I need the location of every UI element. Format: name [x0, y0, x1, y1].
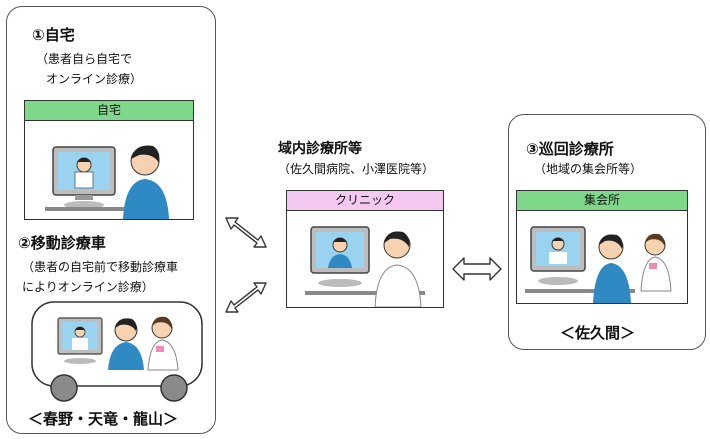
hall-frame: 集会所 [516, 190, 688, 304]
clinic-frame: クリニック [286, 190, 444, 308]
center-subtitle: （佐久間病院、小澤医院等） [278, 162, 435, 176]
right-title: ③巡回診療所 [526, 140, 614, 158]
double-arrow-icon [225, 282, 267, 313]
hall-illustration [525, 226, 672, 303]
center-title: 域内診療所等 [278, 141, 362, 157]
monitor-illustration [52, 146, 116, 209]
home-frame: 自宅 [24, 100, 194, 220]
home-illustration [45, 145, 169, 219]
home-subtitle-line1: （患者自ら自宅で [36, 52, 133, 66]
mobile-subtitle-line2: によりオンライン診療） [22, 280, 154, 294]
clinic-frame-label: クリニック [287, 191, 443, 211]
double-arrow-icon [225, 217, 267, 248]
mobile-title: ②移動診療車 [18, 234, 106, 252]
left-footer: ＜春野・天竜・龍山＞ [28, 410, 179, 428]
hall-frame-label: 集会所 [517, 191, 687, 211]
home-subtitle-line2: オンライン診療） [46, 72, 143, 86]
van-illustration [31, 301, 203, 402]
home-title: ①自宅 [32, 26, 75, 44]
right-subtitle: （地域の集会所等） [534, 162, 643, 176]
right-footer: ＜佐久間＞ [560, 324, 636, 342]
mobile-subtitle-line1: （患者の自宅前で移動診療車 [22, 260, 179, 274]
patient-illustration [123, 145, 169, 219]
home-frame-label: 自宅 [25, 101, 193, 121]
clinic-illustration [305, 226, 425, 307]
double-arrow-icon [452, 257, 502, 281]
